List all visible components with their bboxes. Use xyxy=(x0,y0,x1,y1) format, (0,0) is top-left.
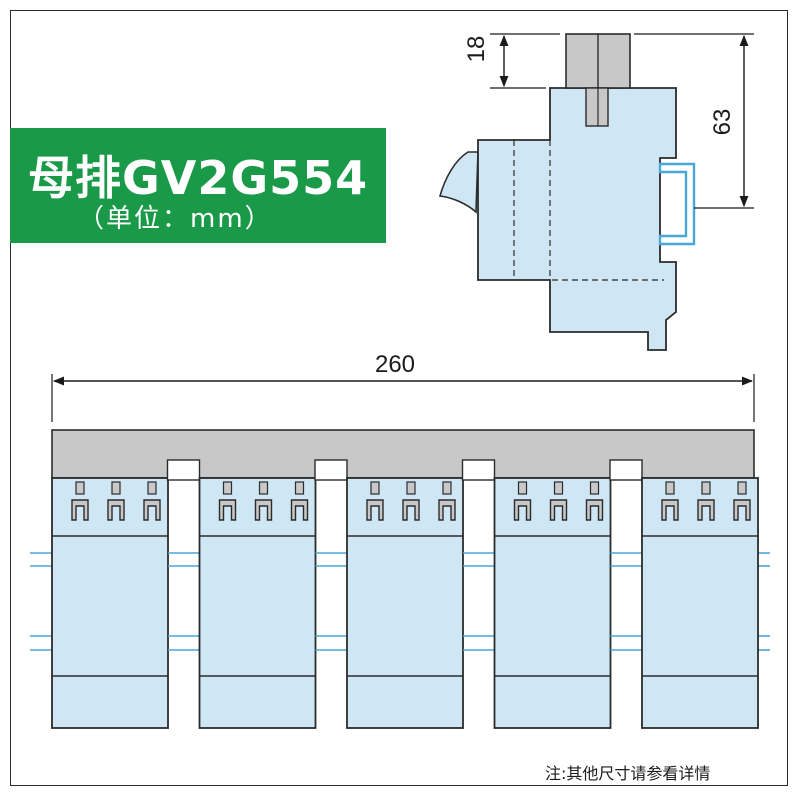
terminal-clamp xyxy=(218,499,237,521)
side-view-handle xyxy=(438,151,479,214)
terminal-pin xyxy=(75,481,85,495)
terminal-pin xyxy=(294,481,305,495)
terminal-pin xyxy=(442,481,452,495)
terminal-clamp xyxy=(107,499,125,521)
terminal-clamp xyxy=(549,499,568,521)
terminal-pin xyxy=(589,481,600,495)
dimension-260-label: 260 xyxy=(375,351,415,378)
terminal-pin xyxy=(258,481,269,495)
product-title: 母排GV2G554 xyxy=(28,151,369,205)
side-view-body xyxy=(477,87,677,351)
terminal-clamp xyxy=(733,499,751,521)
terminal-clamp xyxy=(143,499,161,521)
terminal-pin xyxy=(406,481,416,495)
terminal-clamp xyxy=(513,499,532,521)
busbar-gap xyxy=(166,459,201,481)
terminal-clamp xyxy=(366,499,384,521)
busbar-strip xyxy=(51,429,755,479)
busbar-gap xyxy=(609,459,643,481)
front-view: 260 xyxy=(30,351,770,729)
terminal-pin xyxy=(111,481,121,495)
terminal-pin xyxy=(737,481,747,495)
terminal-clamp xyxy=(661,499,679,521)
terminal-clamp xyxy=(290,499,309,521)
side-view-din-rail xyxy=(658,162,696,246)
terminal-pin xyxy=(665,481,675,495)
terminal-pin xyxy=(147,481,157,495)
footnote: 注:其他尺寸请参看详情 xyxy=(545,764,711,783)
dimension-63-label: 63 xyxy=(709,109,736,136)
terminal-pin xyxy=(222,481,233,495)
side-view: 18 63 xyxy=(438,33,754,351)
terminal-clamp xyxy=(402,499,420,521)
outer-frame xyxy=(10,10,788,786)
unit-label: （单位：mm） xyxy=(78,204,273,234)
busbar-gap xyxy=(461,459,496,481)
terminal-clamp xyxy=(438,499,456,521)
title-banner xyxy=(10,128,386,243)
terminal-clamp xyxy=(585,499,604,521)
terminal-clamp xyxy=(254,499,273,521)
terminal-pin xyxy=(517,481,528,495)
module-group xyxy=(51,459,759,729)
busbar-gap xyxy=(314,459,348,481)
terminal-clamp xyxy=(71,499,89,521)
terminal-clamp xyxy=(697,499,715,521)
terminal-pin xyxy=(553,481,564,495)
terminal-pin xyxy=(370,481,380,495)
terminal-pin xyxy=(701,481,711,495)
dimension-18-label: 18 xyxy=(463,36,490,63)
